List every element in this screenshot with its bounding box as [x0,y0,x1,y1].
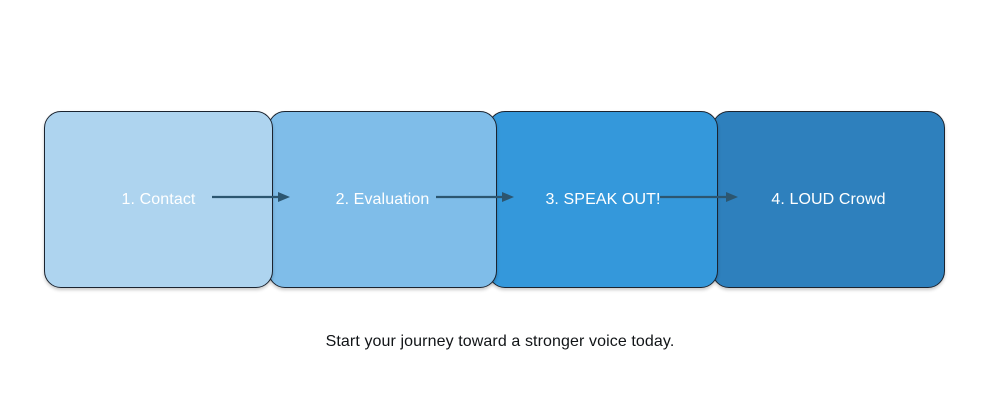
process-step-3[interactable]: 3. SPEAK OUT! [488,111,718,288]
process-step-4-label: 4. LOUD Crowd [771,190,886,208]
process-step-3-label: 3. SPEAK OUT! [545,190,661,208]
process-step-4[interactable]: 4. LOUD Crowd [712,111,945,288]
process-step-2-label: 2. Evaluation [335,190,430,208]
process-step-1[interactable]: 1. Contact [44,111,273,288]
process-step-2[interactable]: 2. Evaluation [268,111,497,288]
diagram-caption: Start your journey toward a stronger voi… [325,333,675,350]
process-step-1-label: 1. Contact [121,190,196,208]
